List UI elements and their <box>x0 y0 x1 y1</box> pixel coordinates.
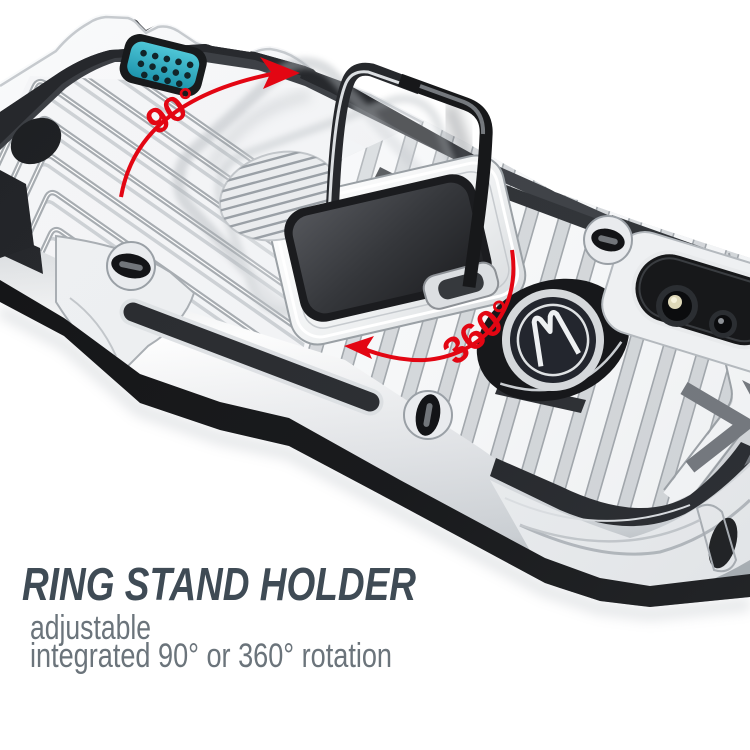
svg-text:adjustable: adjustable <box>30 609 151 647</box>
svg-text:RING STAND HOLDER: RING STAND HOLDER <box>22 558 416 610</box>
svg-text:integrated 90° or 360° rotatio: integrated 90° or 360° rotation <box>30 637 392 675</box>
